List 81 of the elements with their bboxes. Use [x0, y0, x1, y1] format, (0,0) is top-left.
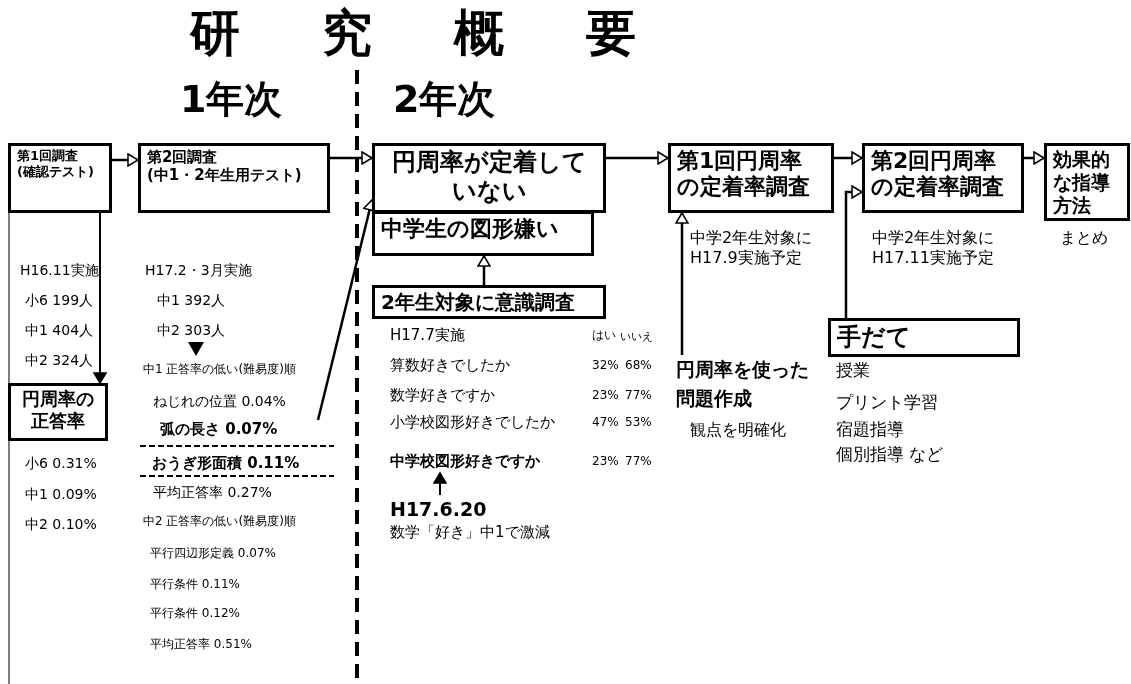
arrow	[433, 472, 447, 496]
note-text: 中2 正答率の低い(難易度)順	[143, 514, 296, 529]
arrow	[834, 151, 863, 165]
note-text: 中2 303人	[157, 322, 226, 340]
note-text: まとめ	[1060, 228, 1108, 248]
table-text: いいえ	[620, 330, 653, 344]
note-text: プリント学習	[836, 392, 938, 414]
survey-box	[372, 285, 606, 319]
note-text: 中1 404人	[25, 322, 94, 340]
arrow	[330, 151, 373, 165]
arrow	[606, 151, 669, 165]
note-text: 平行条件 0.11%	[150, 577, 240, 592]
box-heading: 第2回調査	[147, 148, 218, 166]
box-heading: 中学生の図形嫌い	[381, 216, 559, 243]
note-text: 平行条件 0.12%	[150, 606, 240, 621]
note-text: H17.2・3月実施	[145, 262, 252, 280]
table-text: H17.7実施	[390, 326, 465, 345]
note-text: 平行四辺形定義 0.07%	[150, 546, 276, 561]
method-box	[828, 318, 1020, 357]
note-text: 数学「好き」中1で激減	[390, 523, 550, 542]
box-heading: 効果的な指導方法	[1053, 148, 1111, 217]
title: 研究概要	[190, 3, 718, 64]
table-text: はい	[592, 328, 616, 343]
year-heading: 2年次	[393, 76, 496, 123]
table-text: 32%	[592, 358, 619, 373]
note-text: 23%	[592, 454, 619, 469]
date-text: H17.6.20	[390, 495, 500, 524]
box-heading: 手だて	[837, 323, 911, 352]
bold-text-label: 円周率を使った問題作成	[676, 355, 816, 412]
box-heading: 2年生対象に意識調査	[381, 290, 575, 314]
box-subheading: (確認テスト)	[17, 163, 94, 180]
note-text: H16.11実施	[20, 262, 99, 280]
table-text: 47%	[592, 415, 619, 430]
note-text: 小6 0.31%	[25, 455, 97, 473]
result-box	[8, 383, 108, 441]
note-text: 平均正答率 0.27%	[153, 484, 272, 502]
survey-question: 中学校図形好きですか	[390, 450, 560, 473]
note-text: 宿題指導	[836, 419, 904, 441]
table-text: 数学好きですか	[390, 386, 495, 405]
box-heading: 第1回調査	[17, 148, 79, 164]
year-heading: 1年次	[180, 76, 283, 123]
note-text: 中2 324人	[25, 352, 94, 370]
note-text: ねじれの位置 0.04%	[153, 393, 286, 411]
note-text: 中1 392人	[157, 292, 226, 310]
table-text: 77%	[625, 388, 652, 403]
process-box	[138, 143, 330, 213]
arrow	[112, 153, 139, 167]
note-text: 授業	[836, 360, 870, 382]
note-text: 個別指導 など	[836, 444, 944, 466]
note-text: 77%	[625, 454, 652, 469]
survey-box	[668, 143, 834, 213]
note-text: 平均正答率 0.51%	[150, 637, 252, 652]
note-text: 中学2年生対象にH17.11実施予定	[872, 228, 996, 268]
arrow	[675, 212, 689, 355]
box-heading: 円周率の正答率	[21, 388, 95, 432]
table-text: 23%	[592, 388, 619, 403]
box-heading: 第2回円周率の定着率調査	[871, 148, 1005, 201]
arrow	[1024, 151, 1045, 165]
table-text: 68%	[625, 358, 652, 373]
table-text: 算数好きでしたか	[390, 356, 510, 375]
goal-box	[1044, 143, 1130, 222]
finding-box	[372, 211, 594, 256]
note-text: 中1 0.09%	[25, 486, 97, 504]
note-text: 中学2年生対象にH17.9実施予定	[690, 228, 814, 268]
arrow	[844, 185, 863, 318]
bold-text-label: おうぎ形面積 0.11%	[152, 452, 322, 475]
finding-box	[372, 143, 606, 213]
note-text: 小6 199人	[25, 292, 94, 310]
note-text: 観点を明確化	[690, 420, 786, 440]
table-text: 小学校図形好きでしたか	[390, 413, 555, 432]
box-heading: 円周率が定着していない	[390, 148, 588, 206]
table-text: 53%	[625, 415, 652, 430]
note-text: 中1 正答率の低い(難易度)順	[143, 362, 296, 377]
arrow	[93, 212, 107, 384]
box-subheading: (中1・2年生用テスト)	[147, 166, 302, 184]
arrow	[477, 255, 491, 285]
survey-box	[862, 143, 1024, 213]
note-text: 中2 0.10%	[25, 516, 97, 534]
bold-text-label: 弧の長さ 0.07%	[160, 418, 318, 441]
box-heading: 第1回円周率の定着率調査	[677, 148, 811, 201]
process-box	[8, 143, 112, 213]
